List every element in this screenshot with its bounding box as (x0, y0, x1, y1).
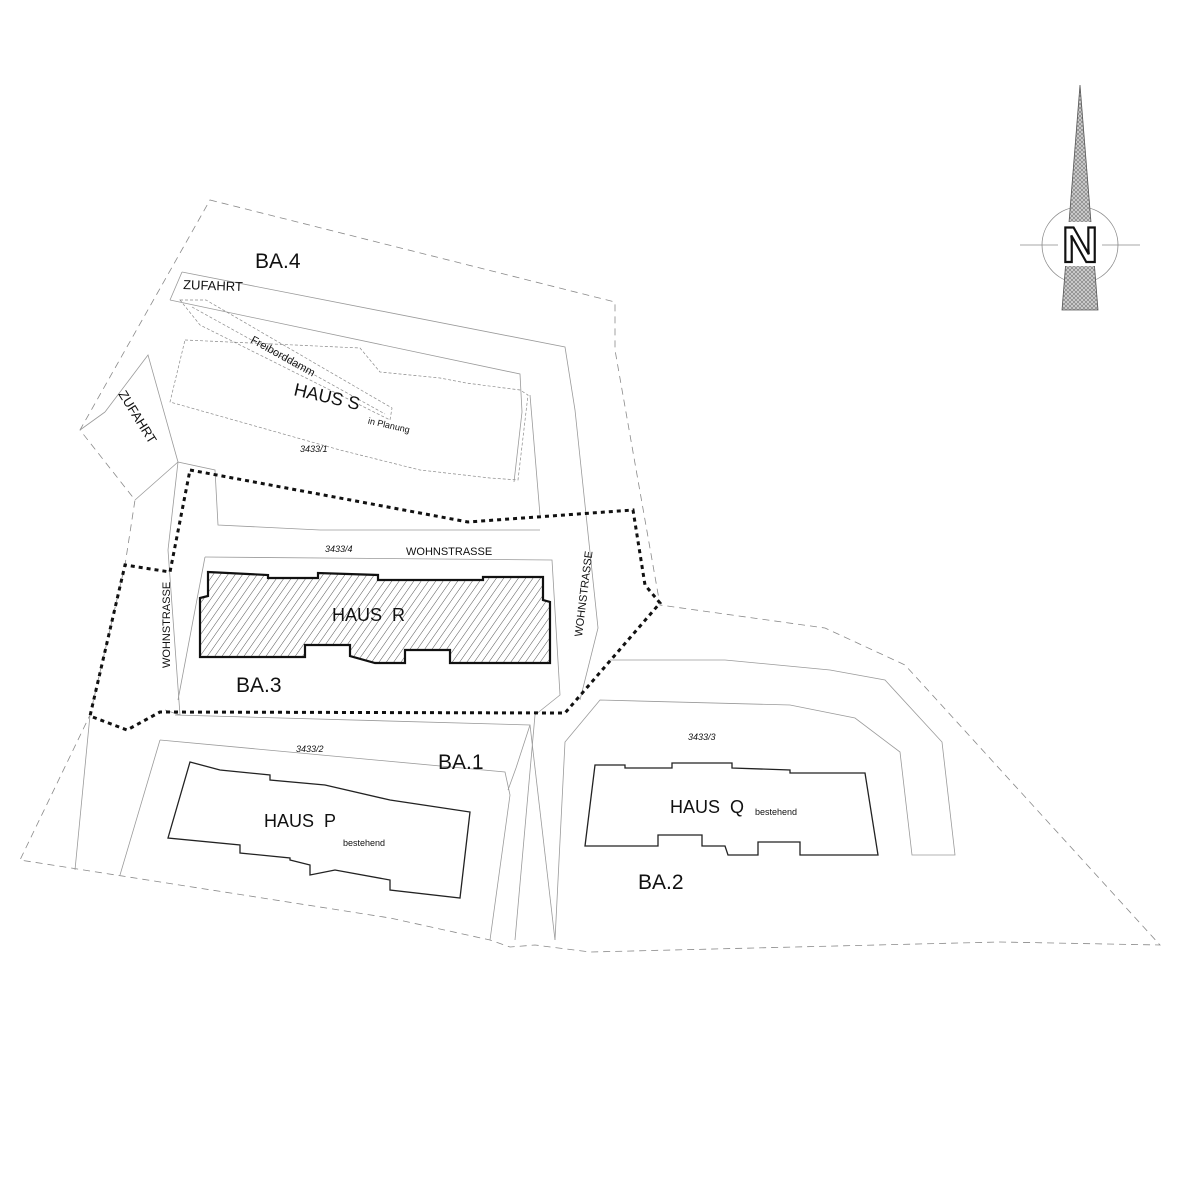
parcel-number-3433-4: 3433/4 (325, 544, 353, 554)
feature-label-freiborddamm: Freiborddamm (249, 334, 317, 379)
road-label-zufahrt-left: ZUFAHRT (115, 388, 159, 447)
parcel-number-3433-3: 3433/3 (688, 732, 716, 742)
phase-label-ba1: BA.1 (438, 751, 484, 774)
building-note-haus-q: bestehend (755, 807, 797, 817)
freiborddamm (179, 299, 393, 421)
building-label-haus-p: HAUS P (264, 811, 336, 831)
parcel-number-3433-2: 3433/2 (296, 744, 324, 754)
haus-q-footprint (584, 762, 879, 856)
building-label-haus-r: HAUS R (332, 605, 405, 625)
parcel-lines-ba4 (74, 271, 956, 941)
building-label-haus-s: HAUS S (292, 379, 362, 414)
road-label-wohnstrasse-left: WOHNSTRASSE (161, 582, 173, 668)
haus-p-footprint (167, 761, 471, 899)
ba3-site-boundary (88, 468, 662, 732)
phase-label-ba4: BA.4 (255, 250, 301, 273)
haus-s-footprint (169, 339, 529, 481)
north-arrow-icon: N (1020, 84, 1140, 311)
building-note-haus-p: bestehend (343, 838, 385, 848)
haus-r-footprint (198, 570, 552, 665)
road-label-wohnstrasse-top: WOHNSTRASSE (406, 546, 492, 558)
road-label-wohnstrasse-right: WOHNSTRASSE (573, 550, 595, 637)
building-note-haus-s: in Planung (367, 416, 411, 435)
north-arrow-label: N (1062, 217, 1098, 273)
road-label-zufahrt-top: ZUFAHRT (183, 277, 243, 294)
phase-label-ba3: BA.3 (236, 674, 282, 697)
parcel-number-3433-1: 3433/1 (300, 444, 328, 454)
phase-label-ba2: BA.2 (638, 871, 684, 894)
building-label-haus-q: HAUS Q (670, 797, 744, 817)
